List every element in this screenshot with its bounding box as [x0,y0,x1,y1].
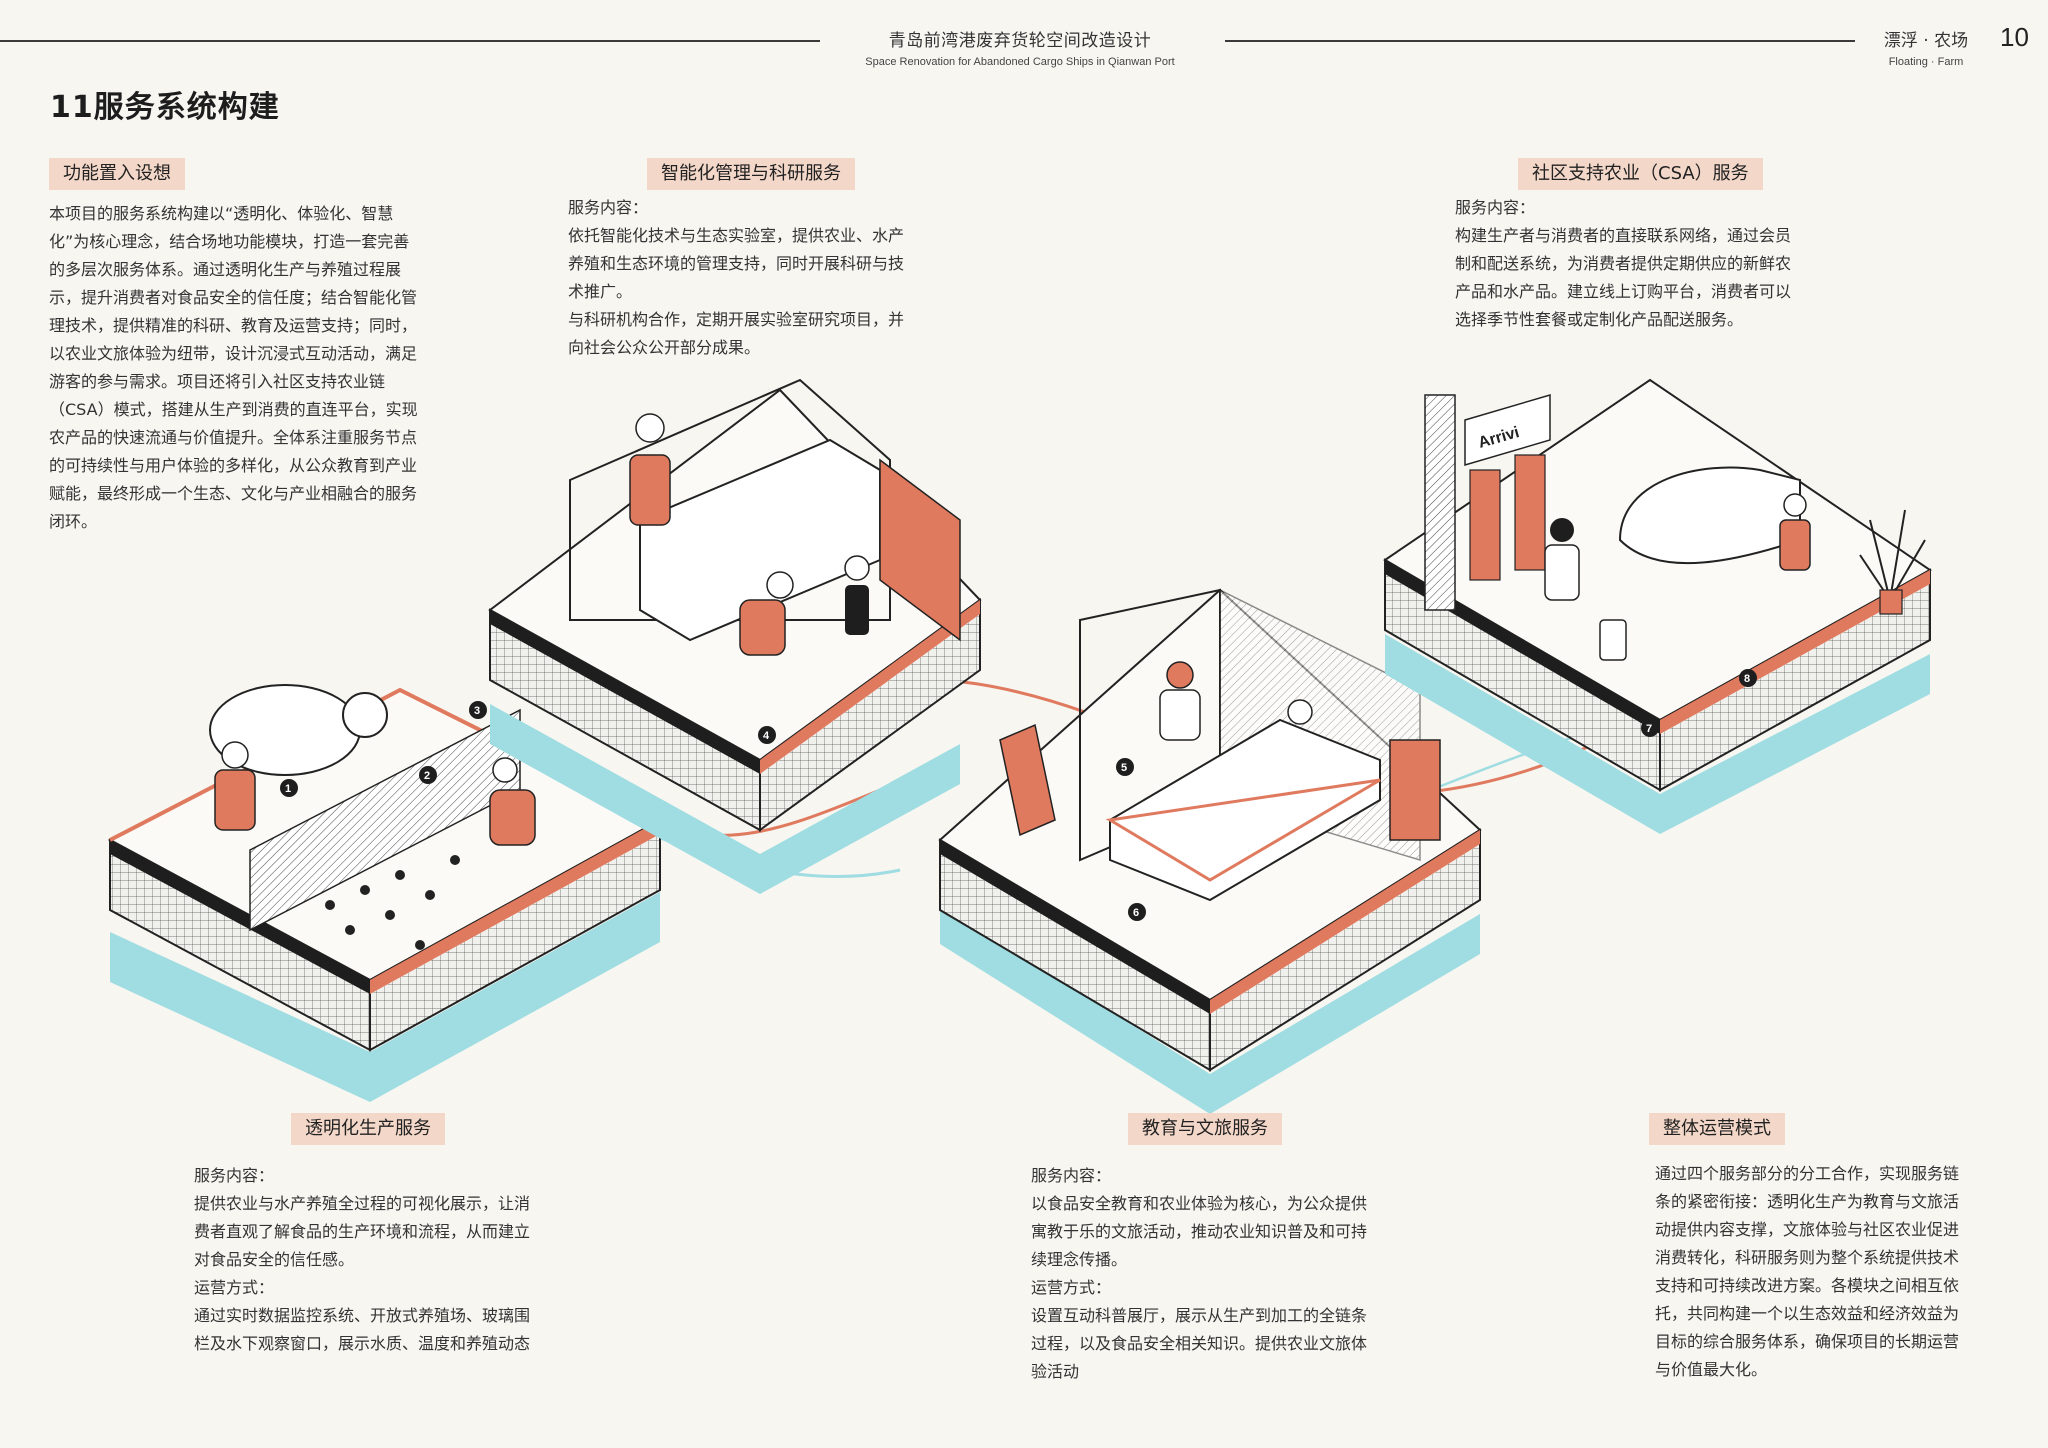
intro-line: （CSA）模式，搭建从生产到消费的直连平台，实现 [49,400,418,419]
service-node-2: 2 [419,766,437,784]
transparent-service-paragraph: 服务内容： 提供农业与水产养殖全过程的可视化展示，让消 费者直观了解食品的生产环… [194,1162,594,1358]
module-csa-illustration: Arrivi [1383,378,1932,834]
education-line: 过程，以及食品安全相关知识。提供农业文旅体 [1031,1334,1368,1353]
service-node-7: 7 [1641,719,1659,737]
header-rule-left [0,40,820,42]
smart-line: 术推广。 [568,282,633,301]
smart-service-paragraph: 服务内容： 依托智能化技术与生态实验室，提供农业、水产 养殖和生态环境的管理支持… [568,194,968,362]
section-title-cn: 漂浮 · 农场 [1883,31,1969,51]
education-line: 寓教于乐的文旅活动，推动农业知识普及和可持 [1031,1222,1368,1241]
svg-text:6: 6 [1133,907,1139,919]
intro-line: 化”为核心理念，结合场地功能模块，打造一套完善 [49,232,410,251]
smart-line: 服务内容： [568,198,649,217]
operation-line: 目标的综合服务体系，确保项目的长期运营 [1655,1332,1960,1351]
intro-line: 赋能，最终形成一个生态、文化与产业相融合的服务 [49,484,418,503]
education-service-tag: 教育与文旅服务 [1128,1113,1282,1145]
header-rule-right [1225,40,1855,42]
transparent-line: 费者直观了解食品的生产环境和流程，从而建立 [194,1222,531,1241]
education-service-paragraph: 服务内容： 以食品安全教育和农业体验为核心，为公众提供 寓教于乐的文旅活动，推动… [1031,1162,1431,1386]
csa-line: 选择季节性套餐或定制化产品配送服务。 [1455,310,1744,329]
smart-service-tag: 智能化管理与科研服务 [647,158,855,190]
svg-text:3: 3 [474,705,480,717]
intro-line: 农产品的快速流通与价值提升。全体系注重服务节点 [49,428,418,447]
operation-line: 动提供内容支撑，文旅体验与社区农业促进 [1655,1220,1960,1239]
smart-line: 依托智能化技术与生态实验室，提供农业、水产 [568,226,905,245]
service-node-5: 5 [1116,758,1134,776]
svg-text:7: 7 [1646,723,1652,735]
transparent-line: 提供农业与水产养殖全过程的可视化展示，让消 [194,1194,531,1213]
intro-line: 以农业文旅体验为纽带，设计沉浸式互动活动，满足 [49,344,418,363]
svg-text:8: 8 [1744,673,1750,685]
education-line: 以食品安全教育和农业体验为核心，为公众提供 [1031,1194,1368,1213]
csa-line: 制和配送系统，为消费者提供定期供应的新鲜农 [1455,254,1792,273]
svg-text:2: 2 [424,770,430,782]
service-node-1: 1 [280,779,298,797]
intro-line: 理技术，提供精准的科研、教育及运营支持；同时， [49,316,418,335]
transparent-line: 对食品安全的信任感。 [194,1250,355,1269]
csa-line: 构建生产者与消费者的直接联系网络，通过会员 [1455,226,1792,245]
section-title-en: Floating · Farm [1888,56,1964,68]
transparent-line: 栏及水下观察窗口，展示水质、温度和养殖动态 [194,1334,531,1353]
csa-line: 产品和水产品。建立线上订购平台，消费者可以 [1455,282,1792,301]
service-node-3: 3 [469,701,487,719]
transparent-line: 运营方式： [194,1278,275,1297]
service-node-8: 8 [1739,669,1757,687]
module-farm-illustration [107,684,663,1102]
svg-text:4: 4 [763,730,770,742]
service-connection-lines [289,677,1701,902]
intro-line: 的多层次服务体系。通过透明化生产与养殖过程展 [49,260,402,279]
operation-line: 通过四个服务部分的分工合作，实现服务链 [1655,1164,1960,1183]
service-node-4: 4 [758,726,776,744]
page-number: 10 [2000,22,2029,52]
intro-line: 本项目的服务系统构建以“透明化、体验化、智慧 [49,204,394,223]
smart-line: 向社会公众公开部分成果。 [568,338,761,357]
operation-line: 托，共同构建一个以生态效益和经济效益为 [1655,1304,1960,1323]
arrival-sign-text: Arrivi [1476,424,1521,452]
intro-paragraph: 本项目的服务系统构建以“透明化、体验化、智慧 化”为核心理念，结合场地功能模块，… [49,200,469,536]
service-nodes: 1 2 3 4 5 6 7 8 [280,669,1757,921]
education-line: 服务内容： [1031,1166,1112,1185]
intro-line: 的可持续性与用户体验的多样化，从公众教育到产业 [49,456,418,475]
education-line: 续理念传播。 [1031,1250,1128,1269]
smart-line: 养殖和生态环境的管理支持，同时开展科研与技 [568,254,905,273]
page-title: 11服务系统构建 [50,90,280,125]
transparent-line: 通过实时数据监控系统、开放式养殖场、玻璃围 [194,1306,531,1325]
operation-line: 条的紧密衔接：透明化生产为教育与文旅活 [1655,1192,1960,1211]
intro-line: 示，提升消费者对食品安全的信任度；结合智能化管 [49,288,418,307]
education-line: 设置互动科普展厅，展示从生产到加工的全链条 [1031,1306,1368,1325]
header-section: 漂浮 · 农场 Floating · Farm [1866,26,1986,68]
operation-line: 支持和可持续改进方案。各模块之间相互依 [1655,1276,1960,1295]
education-line: 验活动 [1031,1362,1080,1381]
csa-line: 服务内容： [1455,198,1536,217]
module-education-illustration [938,588,1482,1114]
operation-mode-paragraph: 通过四个服务部分的分工合作，实现服务链 条的紧密衔接：透明化生产为教育与文旅活 … [1655,1160,2000,1384]
education-line: 运营方式： [1031,1278,1112,1297]
project-title-cn: 青岛前湾港废弃货轮空间改造设计 [888,31,1152,51]
smart-line: 与科研机构合作，定期开展实验室研究项目，并 [568,310,905,329]
project-title-en: Space Renovation for Abandoned Cargo Shi… [865,56,1175,68]
intro-tag: 功能置入设想 [49,158,185,190]
svg-text:5: 5 [1121,762,1127,774]
csa-service-paragraph: 服务内容： 构建生产者与消费者的直接联系网络，通过会员 制和配送系统，为消费者提… [1455,194,1855,334]
transparent-service-tag: 透明化生产服务 [291,1113,445,1145]
intro-line: 游客的参与需求。项目还将引入社区支持农业链 [49,372,386,391]
svg-text:1: 1 [285,783,291,795]
intro-line: 闭环。 [49,512,98,531]
operation-line: 与价值最大化。 [1655,1360,1768,1379]
csa-service-tag: 社区支持农业（CSA）服务 [1518,158,1763,190]
operation-line: 消费转化，科研服务则为整个系统提供技术 [1655,1248,1960,1267]
transparent-line: 服务内容： [194,1166,275,1185]
operation-mode-tag: 整体运营模式 [1649,1113,1785,1145]
header-project-title: 青岛前湾港废弃货轮空间改造设计 Space Renovation for Aba… [820,26,1220,68]
service-node-6: 6 [1128,903,1146,921]
module-lab-illustration [488,378,982,894]
